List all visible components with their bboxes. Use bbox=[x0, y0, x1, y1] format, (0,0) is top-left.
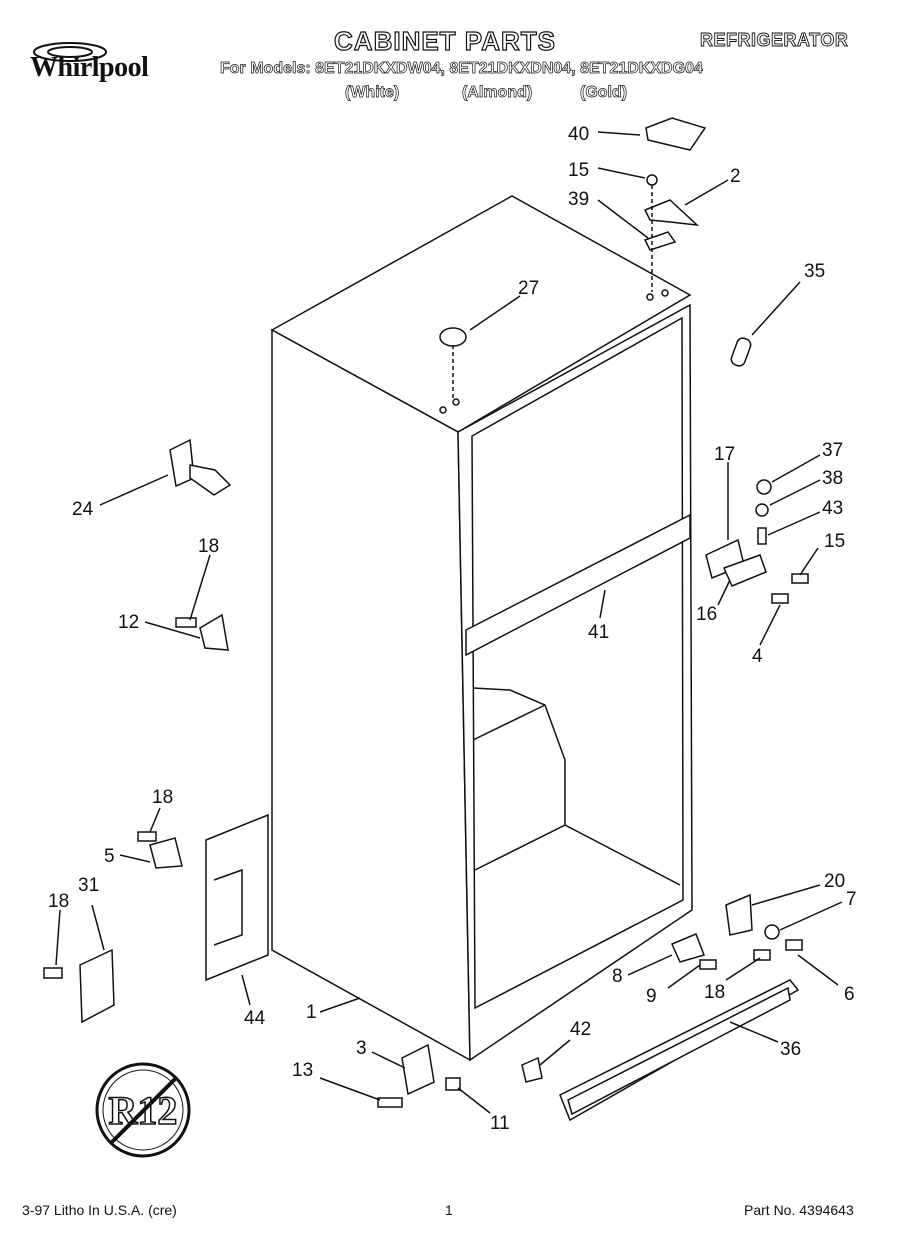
model-list: For Models: 8ET21DKXDW04, 8ET21DKXDN04, … bbox=[220, 60, 704, 78]
page-title: CABINET PARTS bbox=[333, 25, 556, 56]
screw-15b bbox=[791, 573, 809, 584]
whirlpool-swirl-icon bbox=[33, 42, 107, 62]
top-hole-2 bbox=[452, 398, 460, 406]
callout-36: 36 bbox=[780, 1039, 801, 1060]
appliance-category: REFRIGERATOR bbox=[700, 30, 849, 51]
top-hole-4 bbox=[661, 289, 669, 297]
callout-16: 16 bbox=[696, 604, 717, 625]
callout-38: 38 bbox=[822, 468, 843, 489]
callout-17: 17 bbox=[714, 444, 735, 465]
callout-27: 27 bbox=[518, 278, 539, 299]
callout-43: 43 bbox=[822, 498, 843, 519]
hinge-cover-part bbox=[645, 117, 707, 151]
top-hinge-part bbox=[643, 199, 700, 226]
callout-41: 41 bbox=[588, 622, 609, 643]
callout-31: 31 bbox=[78, 875, 99, 896]
bracket-5-part bbox=[149, 837, 183, 869]
hinge-shim-part bbox=[643, 231, 677, 251]
top-hole-1 bbox=[439, 406, 447, 414]
callout-1: 1 bbox=[306, 1002, 317, 1023]
callout-15-top: 15 bbox=[568, 160, 589, 181]
color-gold: (Gold) bbox=[580, 84, 628, 102]
side-panel-part bbox=[205, 813, 269, 982]
washer-7 bbox=[764, 924, 780, 940]
callout-5: 5 bbox=[104, 846, 115, 867]
callout-4: 4 bbox=[752, 646, 763, 667]
r12-prohibited-icon: R12 bbox=[95, 1062, 191, 1158]
callout-7: 7 bbox=[846, 889, 857, 910]
leader-lines bbox=[55, 131, 843, 1114]
callout-9: 9 bbox=[646, 986, 657, 1007]
callout-18-mid: 18 bbox=[152, 787, 173, 808]
door-stop-pin bbox=[189, 464, 232, 496]
callout-39: 39 bbox=[568, 189, 589, 210]
bracket-left-part bbox=[199, 613, 229, 651]
inner-liner bbox=[472, 687, 566, 871]
roller-bracket-part bbox=[401, 1043, 435, 1096]
callout-24: 24 bbox=[72, 499, 94, 520]
cover-31-part bbox=[79, 948, 115, 1024]
callout-15-right: 15 bbox=[824, 531, 845, 552]
callout-42: 42 bbox=[570, 1019, 591, 1040]
screw-18-mid bbox=[137, 831, 157, 842]
screw-18-left bbox=[43, 967, 63, 979]
screw-18-right bbox=[753, 949, 771, 961]
hinge-pin-part bbox=[730, 337, 752, 367]
washer-37 bbox=[756, 479, 772, 495]
bracket-8-part bbox=[671, 933, 705, 963]
callout-20: 20 bbox=[824, 871, 845, 892]
footer-litho: 3-97 Litho In U.S.A. (cre) bbox=[22, 1202, 177, 1218]
callout-8: 8 bbox=[612, 966, 623, 987]
color-white: (White) bbox=[345, 84, 400, 102]
callout-3: 3 bbox=[356, 1038, 367, 1059]
screw-left bbox=[175, 617, 197, 628]
callout-37: 37 bbox=[822, 440, 843, 461]
callout-18-upper: 18 bbox=[198, 536, 219, 557]
inner-floor bbox=[564, 824, 681, 886]
inner-liner-edge bbox=[472, 704, 546, 741]
cabinet-left-side bbox=[271, 328, 471, 1062]
screw-4 bbox=[771, 593, 789, 604]
top-hole-3 bbox=[646, 293, 654, 301]
callout-11: 11 bbox=[490, 1113, 510, 1134]
screw-top bbox=[646, 174, 658, 186]
pin-43 bbox=[757, 527, 767, 545]
callout-35: 35 bbox=[804, 261, 825, 282]
callout-6: 6 bbox=[844, 984, 855, 1005]
washer-38 bbox=[755, 503, 769, 517]
callout-12: 12 bbox=[118, 612, 139, 633]
part-number: Part No. 4394643 bbox=[744, 1202, 854, 1218]
bolt-13 bbox=[377, 1097, 403, 1108]
screw-9 bbox=[699, 959, 717, 970]
toe-grille-face bbox=[567, 986, 791, 1116]
bottom-hinge-part bbox=[725, 893, 753, 936]
page-number: 1 bbox=[445, 1202, 453, 1218]
callout-2: 2 bbox=[730, 166, 741, 187]
callout-18-left: 18 bbox=[48, 891, 69, 912]
divider-rail bbox=[465, 513, 691, 657]
front-opening bbox=[471, 316, 684, 1010]
callout-44: 44 bbox=[244, 1008, 266, 1029]
callout-40: 40 bbox=[568, 124, 589, 145]
color-almond: (Almond) bbox=[462, 84, 533, 102]
clip-42-part bbox=[521, 1056, 543, 1083]
brand-logo: Whirlpool bbox=[30, 52, 149, 83]
screw-6 bbox=[785, 939, 803, 951]
callout-18-bottom: 18 bbox=[704, 982, 725, 1003]
screw-11 bbox=[445, 1077, 461, 1091]
callout-13: 13 bbox=[292, 1060, 313, 1081]
plug-part bbox=[439, 327, 467, 347]
